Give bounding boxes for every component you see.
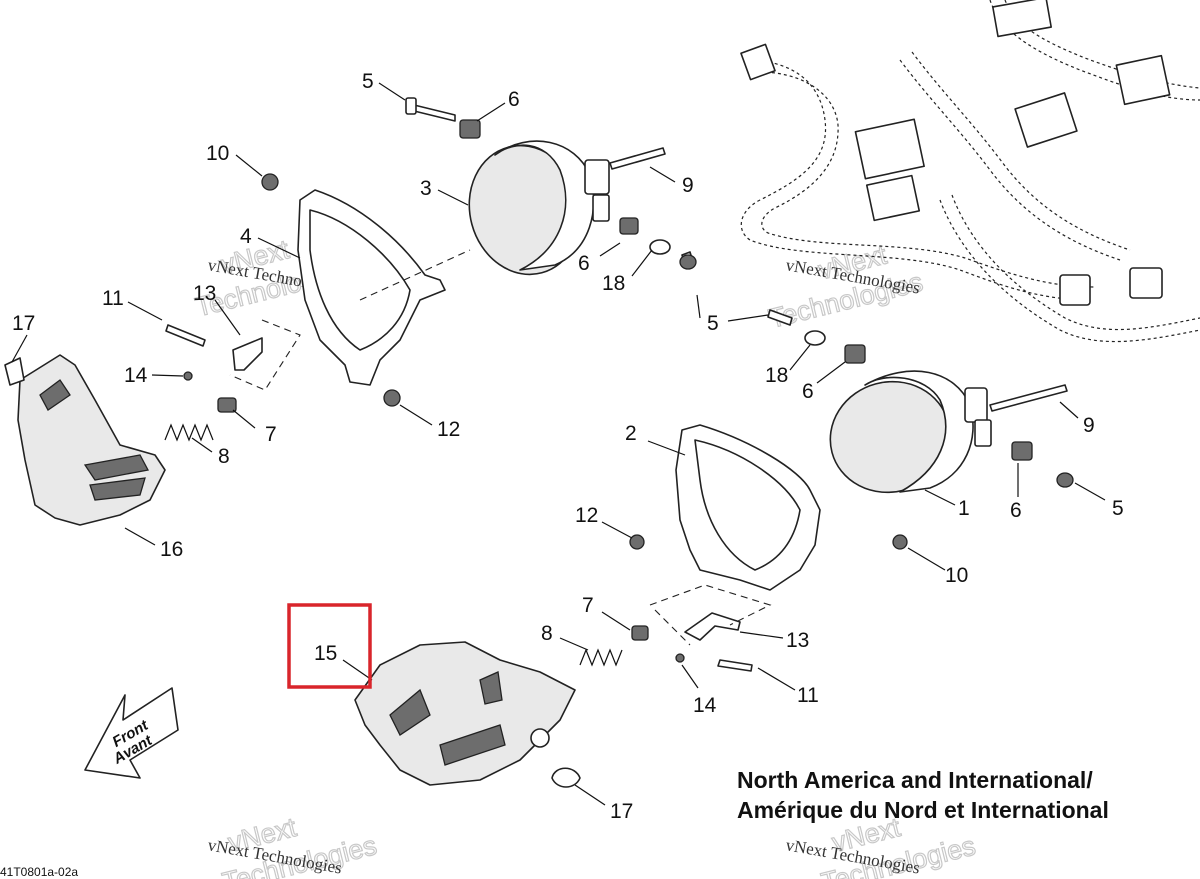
callout-7: 7 — [582, 594, 594, 617]
callout-15: 15 — [314, 642, 337, 665]
front-direction-arrow: Front Avant — [84, 687, 179, 779]
cover-15-part — [354, 641, 581, 788]
callout-10: 10 — [945, 564, 968, 587]
callout-14: 14 — [693, 694, 717, 717]
callout-9: 9 — [1083, 414, 1095, 437]
callout-13: 13 — [786, 629, 809, 652]
callout-1: 1 — [958, 497, 970, 520]
callout-17: 17 — [610, 800, 633, 823]
callout-5: 5 — [707, 312, 719, 335]
callout-11: 11 — [102, 287, 124, 310]
cover-16-part — [4, 354, 166, 526]
callout-14: 14 — [124, 364, 148, 387]
callout-13: 13 — [193, 282, 216, 305]
callout-4: 4 — [240, 225, 252, 248]
lower-headlight-assembly — [579, 309, 1074, 672]
callout-12: 12 — [575, 504, 598, 527]
callout-9: 9 — [682, 174, 694, 197]
callout-18: 18 — [602, 272, 625, 295]
callout-16: 16 — [160, 538, 183, 561]
region-title-english: North America and International/ — [737, 767, 1093, 793]
leader-lines — [11, 82, 1106, 806]
callout-10: 10 — [206, 142, 229, 165]
wiring-harness — [740, 0, 1200, 343]
callout-7: 7 — [265, 423, 277, 446]
upper-headlight-assembly — [164, 97, 697, 442]
callout-6: 6 — [508, 88, 520, 111]
callout-2: 2 — [625, 422, 637, 445]
callout-18: 18 — [765, 364, 788, 387]
callout-6: 6 — [802, 380, 814, 403]
callout-6: 6 — [578, 252, 590, 275]
highlight-box — [287, 603, 372, 689]
callout-17: 17 — [12, 312, 35, 335]
callout-12: 12 — [437, 418, 460, 441]
region-title-french: Amérique du Nord et International — [737, 797, 1109, 823]
callout-6: 6 — [1010, 499, 1022, 522]
callout-5: 5 — [1112, 497, 1124, 520]
callout-numbers: 1 2 3 4 5 5 5 6 6 6 6 7 7 8 8 9 9 10 10 … — [12, 70, 1124, 823]
callout-8: 8 — [218, 445, 230, 468]
callout-11: 11 — [797, 684, 819, 707]
callout-3: 3 — [420, 177, 432, 200]
callout-5: 5 — [362, 70, 374, 93]
drawing-code: 41T0801a-02a — [0, 865, 78, 879]
callout-8: 8 — [541, 622, 553, 645]
